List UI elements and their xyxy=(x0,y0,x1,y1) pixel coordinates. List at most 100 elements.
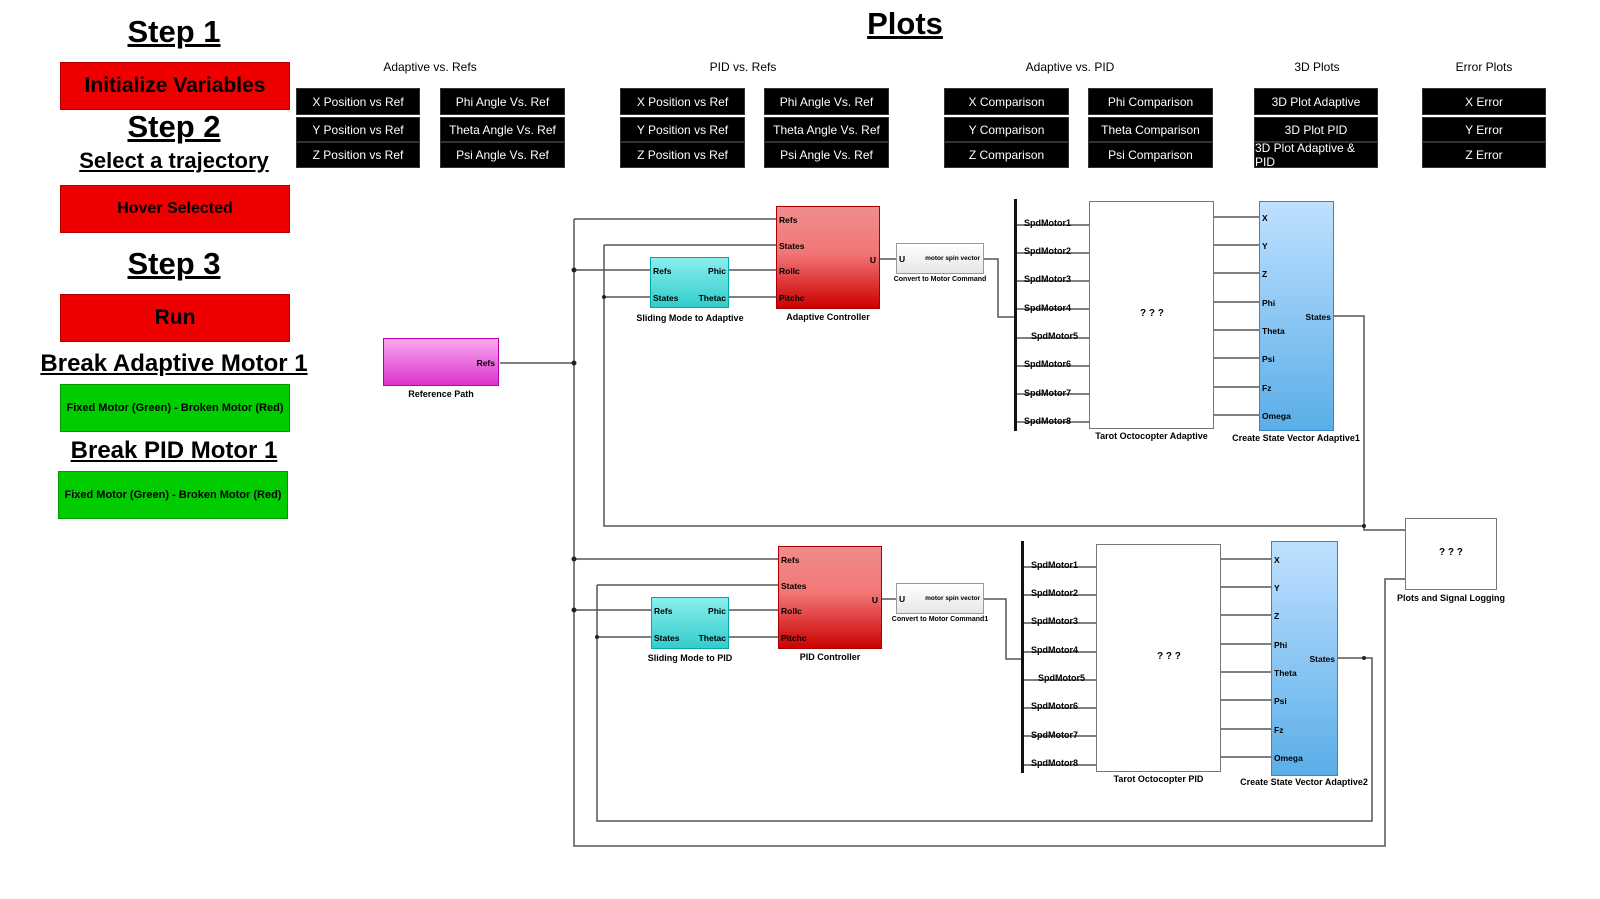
port-refs: Refs xyxy=(653,266,672,276)
plot-adaptive-phi-button[interactable]: Phi Angle Vs. Ref xyxy=(440,88,565,115)
port-states: States xyxy=(653,293,679,303)
plot-3d-adaptive-button[interactable]: 3D Plot Adaptive xyxy=(1254,88,1378,115)
plot-adaptive-psi-button[interactable]: Psi Angle Vs. Ref xyxy=(440,142,565,168)
state-vector-pid-block[interactable]: X Y Z Phi Theta Psi Fz Omega States xyxy=(1271,541,1338,776)
plot-adaptive-z-button[interactable]: Z Position vs Ref xyxy=(296,142,420,168)
port-refs: Refs xyxy=(476,358,495,368)
port-fz: Fz xyxy=(1274,725,1284,735)
motor-label-5: SpdMotor5 xyxy=(1038,673,1085,683)
port-z: Z xyxy=(1262,269,1268,279)
motor-label-3: SpdMotor3 xyxy=(1024,274,1071,284)
plot-pid-phi-button[interactable]: Phi Angle Vs. Ref xyxy=(764,88,889,115)
port-y: Y xyxy=(1274,583,1280,593)
port-phi: Phi xyxy=(1274,640,1288,650)
port-thetac: Thetac xyxy=(698,633,726,643)
plots-logging-block[interactable]: ? ? ? xyxy=(1405,518,1497,590)
port-u: U xyxy=(899,254,906,264)
octocopter-pid-unknown: ? ? ? xyxy=(1157,651,1181,662)
plot-pid-z-button[interactable]: Z Position vs Ref xyxy=(620,142,745,168)
octocopter-adaptive-unknown: ? ? ? xyxy=(1140,308,1164,319)
step2-subtitle: Select a trajectory xyxy=(79,148,269,173)
port-pitchc: Pitchc xyxy=(781,633,807,643)
convert-motor-command1-block[interactable]: U motor spin vector xyxy=(896,583,984,614)
plot-y-comparison-button[interactable]: Y Comparison xyxy=(944,117,1069,142)
pid-controller-label: PID Controller xyxy=(799,652,861,662)
plot-z-comparison-button[interactable]: Z Comparison xyxy=(944,142,1069,168)
motor-label-1: SpdMotor1 xyxy=(1031,560,1078,570)
motor-label-2: SpdMotor2 xyxy=(1024,246,1071,256)
port-states: States xyxy=(781,581,807,591)
port-y: Y xyxy=(1262,241,1268,251)
port-fz: Fz xyxy=(1262,383,1272,393)
group-title-pid-vs-refs: PID vs. Refs xyxy=(709,60,777,74)
plot-pid-theta-button[interactable]: Theta Angle Vs. Ref xyxy=(764,117,889,142)
plot-psi-comparison-button[interactable]: Psi Comparison xyxy=(1088,142,1213,168)
port-refs: Refs xyxy=(779,215,798,225)
port-psi: Psi xyxy=(1274,696,1287,706)
run-button[interactable]: Run xyxy=(60,294,290,342)
port-u: U xyxy=(869,255,876,265)
plot-x-error-button[interactable]: X Error xyxy=(1422,88,1546,115)
state-vector-pid-label: Create State Vector Adaptive2 xyxy=(1240,777,1368,787)
plot-x-comparison-button[interactable]: X Comparison xyxy=(944,88,1069,115)
sliding-mode-pid-block[interactable]: Refs States Phic Thetac xyxy=(651,597,729,649)
motor-spin-vector-text: motor spin vector xyxy=(925,255,980,262)
group-title-adaptive-vs-refs: Adaptive vs. Refs xyxy=(383,60,477,74)
port-rollc: Rollc xyxy=(781,606,802,616)
reference-path-block[interactable]: Refs xyxy=(383,338,499,386)
adaptive-controller-label: Adaptive Controller xyxy=(786,312,870,322)
port-theta: Theta xyxy=(1274,668,1297,678)
plots-title: Plots xyxy=(867,6,943,41)
pid-controller-block[interactable]: Refs States Rollc Pitchc U xyxy=(778,546,882,649)
port-theta: Theta xyxy=(1262,326,1285,336)
octocopter-pid-block[interactable]: ? ? ? xyxy=(1096,544,1221,772)
step2-title: Step 2 xyxy=(127,109,221,144)
port-refs: Refs xyxy=(654,606,673,616)
break-pid-title: Break PID Motor 1 xyxy=(70,437,278,464)
motor-label-1: SpdMotor1 xyxy=(1024,218,1071,228)
group-title-3d-plots: 3D Plots xyxy=(1294,60,1340,74)
plot-theta-comparison-button[interactable]: Theta Comparison xyxy=(1088,117,1213,142)
break-adaptive-motor-button[interactable]: Fixed Motor (Green) - Broken Motor (Red) xyxy=(60,384,290,432)
port-states: States xyxy=(779,241,805,251)
motor-label-8: SpdMotor8 xyxy=(1024,416,1071,426)
adaptive-controller-block[interactable]: Refs States Rollc Pitchc U xyxy=(776,206,880,309)
sliding-mode-adaptive-block[interactable]: Refs States Phic Thetac xyxy=(650,257,729,308)
state-vector-adaptive-block[interactable]: X Y Z Phi Theta Psi Fz Omega States xyxy=(1259,201,1334,431)
motor-spin-vector-text: motor spin vector xyxy=(925,595,980,602)
plot-pid-psi-button[interactable]: Psi Angle Vs. Ref xyxy=(764,142,889,168)
plot-y-error-button[interactable]: Y Error xyxy=(1422,117,1546,142)
plot-pid-x-button[interactable]: X Position vs Ref xyxy=(620,88,745,115)
trajectory-hover-button[interactable]: Hover Selected xyxy=(60,185,290,233)
plot-adaptive-y-button[interactable]: Y Position vs Ref xyxy=(296,117,420,142)
plot-3d-pid-button[interactable]: 3D Plot PID xyxy=(1254,117,1378,142)
port-omega: Omega xyxy=(1274,753,1303,763)
sliding-mode-adaptive-label: Sliding Mode to Adaptive xyxy=(636,313,744,323)
plot-adaptive-theta-button[interactable]: Theta Angle Vs. Ref xyxy=(440,117,565,142)
plot-pid-y-button[interactable]: Y Position vs Ref xyxy=(620,117,745,142)
port-x: X xyxy=(1274,555,1280,565)
break-pid-motor-button[interactable]: Fixed Motor (Green) - Broken Motor (Red) xyxy=(58,471,288,519)
step1-title: Step 1 xyxy=(127,14,221,49)
state-vector-adaptive-label: Create State Vector Adaptive1 xyxy=(1232,433,1360,443)
break-adaptive-title: Break Adaptive Motor 1 xyxy=(40,350,308,377)
plot-phi-comparison-button[interactable]: Phi Comparison xyxy=(1088,88,1213,115)
octocopter-adaptive-block[interactable]: ? ? ? xyxy=(1089,201,1214,429)
group-title-error-plots: Error Plots xyxy=(1455,60,1513,74)
plot-z-error-button[interactable]: Z Error xyxy=(1422,142,1546,168)
convert-motor-command-block[interactable]: U motor spin vector xyxy=(896,243,984,274)
motor-label-6: SpdMotor6 xyxy=(1031,701,1078,711)
motor-label-5: SpdMotor5 xyxy=(1031,331,1078,341)
plot-adaptive-x-button[interactable]: X Position vs Ref xyxy=(296,88,420,115)
initialize-variables-button[interactable]: Initialize Variables xyxy=(60,62,290,110)
octocopter-pid-label: Tarot Octocopter PID xyxy=(1113,774,1204,784)
port-states: States xyxy=(1305,312,1331,322)
port-psi: Psi xyxy=(1262,354,1275,364)
plot-3d-adaptive-pid-button[interactable]: 3D Plot Adaptive & PID xyxy=(1254,141,1378,169)
port-u: U xyxy=(871,595,878,605)
plots-logging-label: Plots and Signal Logging xyxy=(1397,593,1505,603)
convert-motor-command1-label: Convert to Motor Command1 xyxy=(891,616,989,623)
step3-title: Step 3 xyxy=(127,246,221,281)
port-rollc: Rollc xyxy=(779,266,800,276)
